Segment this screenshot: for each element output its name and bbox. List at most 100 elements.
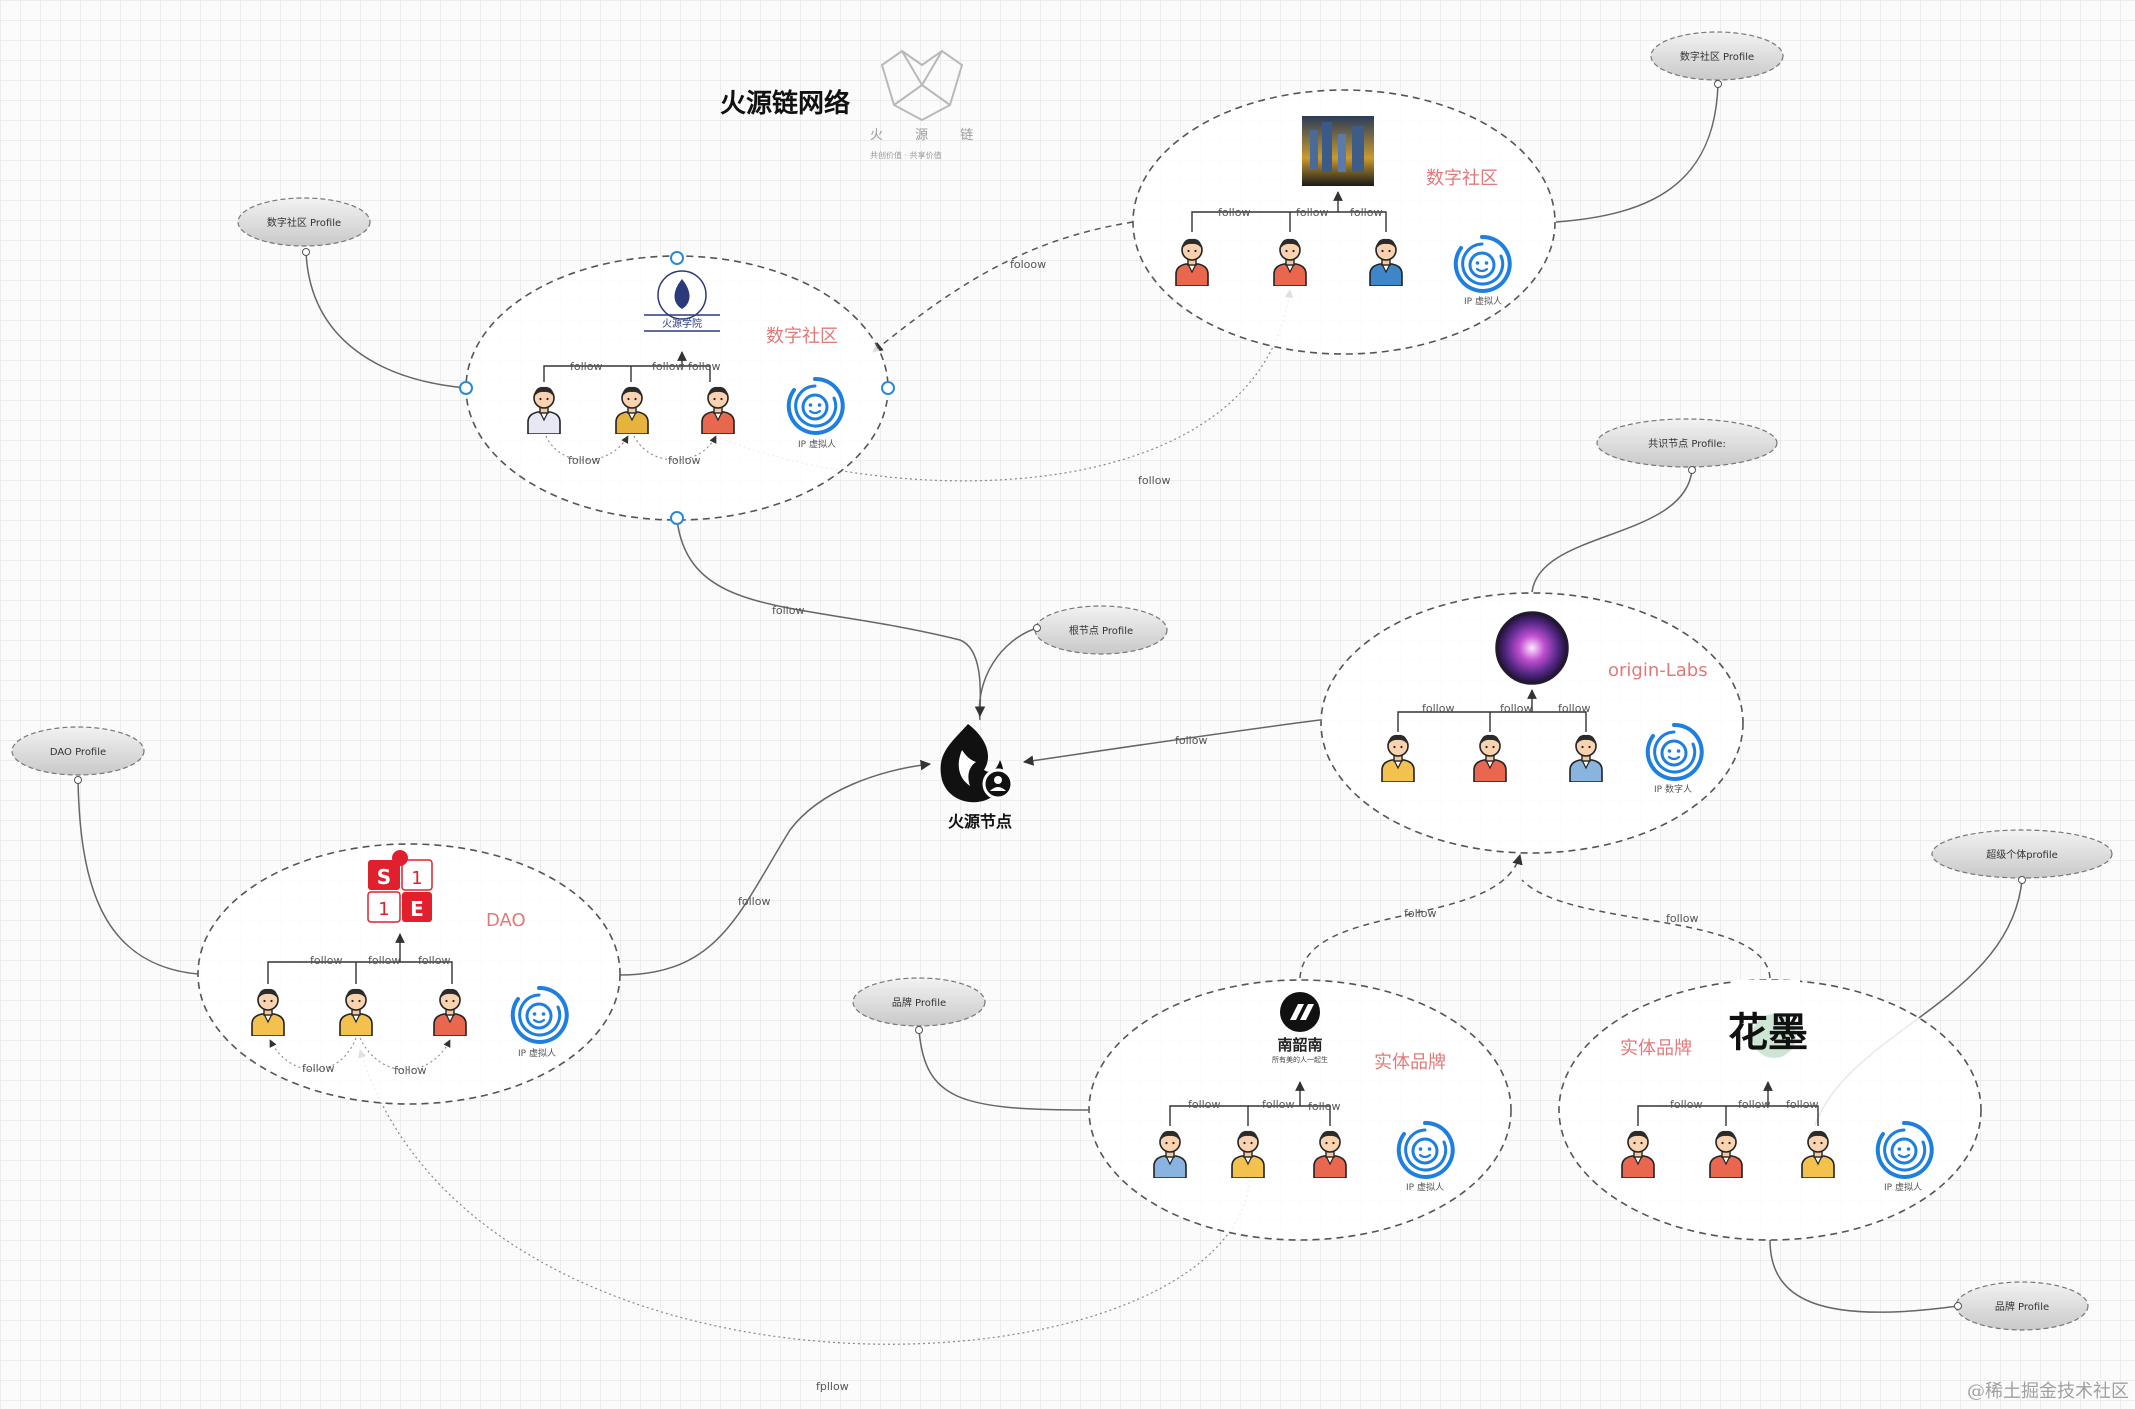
community-title: origin-Labs: [1608, 660, 1708, 681]
follow-label: follow: [1500, 702, 1532, 715]
edge-label-follow-5: follow: [1404, 907, 1436, 920]
academy-logo: 火源学院: [644, 270, 720, 332]
community-title: 数字社区: [1426, 168, 1498, 189]
profile-p8[interactable]: 品牌 Profile: [1954, 1281, 2089, 1331]
profile-label: 共识节点 Profile:: [1648, 438, 1726, 450]
profile-label: 品牌 Profile: [1995, 1300, 2049, 1313]
handle-top[interactable]: [670, 251, 684, 265]
edge-label-follow-3: follow: [1175, 734, 1207, 747]
ip-label: IP 虚拟人: [518, 1047, 556, 1059]
tree-lines: [543, 351, 711, 382]
logo-tagline: 共创价值 · 共享价值: [870, 150, 942, 160]
follow-label: follow: [1786, 1098, 1818, 1111]
profile-label: DAO Profile: [50, 747, 106, 758]
community-title: DAO: [486, 910, 526, 931]
tree-lines: [1397, 689, 1587, 732]
academy-text: 火源学院: [662, 317, 702, 330]
edge-p3-hub: [978, 627, 1038, 721]
follow-label: follow: [368, 954, 400, 967]
community-c2[interactable]: 数字社区 follow follow follow IP 虚拟人: [1132, 89, 1556, 355]
ip-label: IP 虚拟人: [798, 438, 836, 450]
profile-label: 数字社区 Profile: [267, 216, 341, 229]
profile-p5[interactable]: DAO Profile: [11, 726, 145, 784]
header: 火源链网络 火 源 链 共创价值 · 共享价值: [720, 49, 987, 160]
ip-label: IP 虚拟人: [1406, 1181, 1444, 1193]
profile-label: 超级个体profile: [1986, 848, 2058, 861]
city-image: [1302, 116, 1374, 186]
community-title: 实体品牌: [1374, 1052, 1446, 1073]
peer-follow: [269, 1037, 451, 1071]
follow-label: follow: [394, 1064, 426, 1077]
watermark: @稀土掘金技术社区: [1967, 1381, 2129, 1402]
brand-name: 南韶南: [1277, 1036, 1322, 1054]
follow-label: follow: [1558, 702, 1590, 715]
svg-text:1: 1: [378, 899, 389, 920]
community-c5[interactable]: 南韶南 所有美的人一起生 实体品牌 follow follow follow I…: [1088, 979, 1512, 1241]
huamo-logo: 花墨: [1728, 980, 1808, 1070]
svg-text:E: E: [410, 897, 424, 921]
edge-c3-hub: [1022, 719, 1321, 766]
profile-p4[interactable]: 共识节点 Profile:: [1596, 418, 1778, 474]
follow-label: follow: [1218, 206, 1250, 219]
follow-label: follow: [1422, 702, 1454, 715]
edges: [77, 83, 2023, 1313]
follow-label: follow: [418, 954, 450, 967]
edge-p2-c2: [1555, 83, 1719, 223]
ip-label: IP 虚拟人: [1884, 1181, 1922, 1193]
hub-node[interactable]: 火源节点: [940, 724, 1014, 831]
profile-p2[interactable]: 数字社区 Profile: [1650, 31, 1784, 88]
community-title: 实体品牌: [1620, 1038, 1692, 1059]
tree-lines: [1169, 1081, 1331, 1126]
community-c3[interactable]: origin-Labs follow follow follow IP 数字人: [1320, 592, 1744, 854]
community-c6[interactable]: 花墨 实体品牌 follow follow follow IP 虚拟人: [1558, 979, 1982, 1241]
handle-bottom[interactable]: [670, 511, 684, 525]
handle-right[interactable]: [881, 381, 895, 395]
flame-icon: [940, 724, 1014, 803]
follow-label: follow: [310, 954, 342, 967]
community-title: 数字社区: [766, 326, 838, 347]
follow-label: follow: [1188, 1098, 1220, 1111]
edge-c6-c3: [1521, 879, 1771, 979]
edge-c4-hub: [619, 759, 932, 976]
community-c1[interactable]: 火源学院 数字社区 follow follow follow follow fo…: [459, 251, 895, 525]
follow-label: follow: [302, 1062, 334, 1075]
profile-p3[interactable]: 根节点 Profile: [1033, 605, 1168, 655]
edge-label-follow-4: follow: [738, 895, 770, 908]
brand-tagline: 所有美的人一起生: [1272, 1055, 1328, 1064]
peer-follow: [545, 435, 717, 461]
follow-label: follow: [1308, 1100, 1340, 1113]
follow-label: follow: [1296, 206, 1328, 219]
edge-p5-c4: [77, 779, 199, 975]
edge-c1-hub: [676, 519, 986, 718]
follow-label: follow: [1350, 206, 1382, 219]
tree-lines: [1637, 1081, 1819, 1126]
fire-chain-logo: [880, 49, 964, 122]
edge-c5-c3: [1299, 853, 1523, 979]
edge-label-foloow: foloow: [1010, 258, 1046, 271]
follow-label: follow: [570, 360, 602, 373]
brand-name: 花墨: [1728, 1010, 1808, 1056]
edge-p4-c3: [1531, 469, 1693, 593]
ip-label: IP 数字人: [1654, 783, 1692, 795]
edge-p8-c6: [1769, 1239, 1959, 1313]
profile-p7[interactable]: 超级个体profile: [1931, 829, 2113, 884]
logo-name: 火 源 链: [870, 128, 987, 143]
edge-label-follow-1: follow: [772, 604, 804, 617]
profile-p1[interactable]: 数字社区 Profile: [237, 197, 371, 256]
edge-c2-c1: [872, 221, 1134, 353]
selection-handles[interactable]: [459, 251, 895, 525]
follow-label: follow: [1738, 1098, 1770, 1111]
handle-left[interactable]: [459, 381, 473, 395]
profile-p6[interactable]: 品牌 Profile: [852, 977, 986, 1034]
s1e-logo: S 1 1 E: [367, 850, 433, 923]
edge-label-follow-2: follow: [1138, 474, 1170, 487]
follow-label: follow: [568, 454, 600, 467]
nsn-logo: 南韶南 所有美的人一起生: [1272, 992, 1328, 1064]
hub-label: 火源节点: [948, 812, 1012, 831]
community-c4[interactable]: S 1 1 E DAO follow follow follow follow …: [197, 843, 621, 1105]
nebula-logo: [1495, 611, 1569, 685]
follow-label: follow: [1670, 1098, 1702, 1111]
edge-label-fpllow: fpllow: [816, 1380, 849, 1393]
svg-text:S: S: [377, 865, 391, 889]
